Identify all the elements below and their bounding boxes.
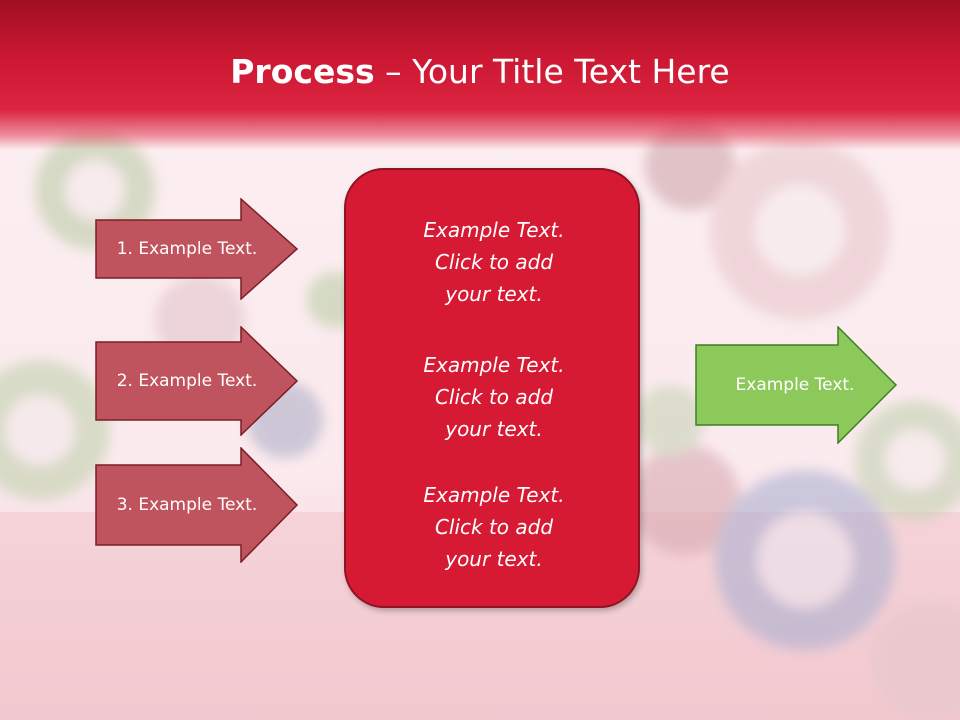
center-text-line: Click to add	[434, 385, 554, 409]
step-arrow-2[interactable]: 2. Example Text.	[95, 326, 300, 436]
output-arrow-label: Example Text.	[735, 375, 855, 395]
slide-title[interactable]: Process – Your Title Text Here	[0, 52, 960, 91]
center-text-line: Click to add	[434, 515, 554, 539]
step-arrow-1-label: 1. Example Text.	[116, 239, 258, 259]
step-arrow-1[interactable]: 1. Example Text.	[95, 198, 300, 300]
center-text-line: Click to add	[434, 250, 554, 274]
center-text-line: your text.	[445, 417, 543, 441]
step-arrow-3[interactable]: 3. Example Text.	[95, 447, 300, 563]
title-bar	[0, 0, 960, 150]
output-arrow[interactable]: Example Text.	[695, 326, 900, 444]
slide-title-rest: – Your Title Text Here	[374, 52, 730, 91]
step-arrow-3-label: 3. Example Text.	[116, 495, 258, 515]
center-text-block-2: Example Text. Click to add your text.	[346, 349, 642, 445]
center-text-line: Example Text.	[423, 483, 565, 507]
center-process-box[interactable]: Example Text. Click to add your text. Ex…	[344, 168, 640, 608]
center-text-block-1: Example Text. Click to add your text.	[346, 214, 642, 310]
slide-title-bold: Process	[230, 52, 375, 91]
center-text-line: Example Text.	[423, 353, 565, 377]
step-arrow-2-label: 2. Example Text.	[116, 371, 258, 391]
center-text-line: your text.	[445, 282, 543, 306]
center-text-line: Example Text.	[423, 218, 565, 242]
center-text-line: your text.	[445, 547, 543, 571]
center-text-block-3: Example Text. Click to add your text.	[346, 479, 642, 575]
